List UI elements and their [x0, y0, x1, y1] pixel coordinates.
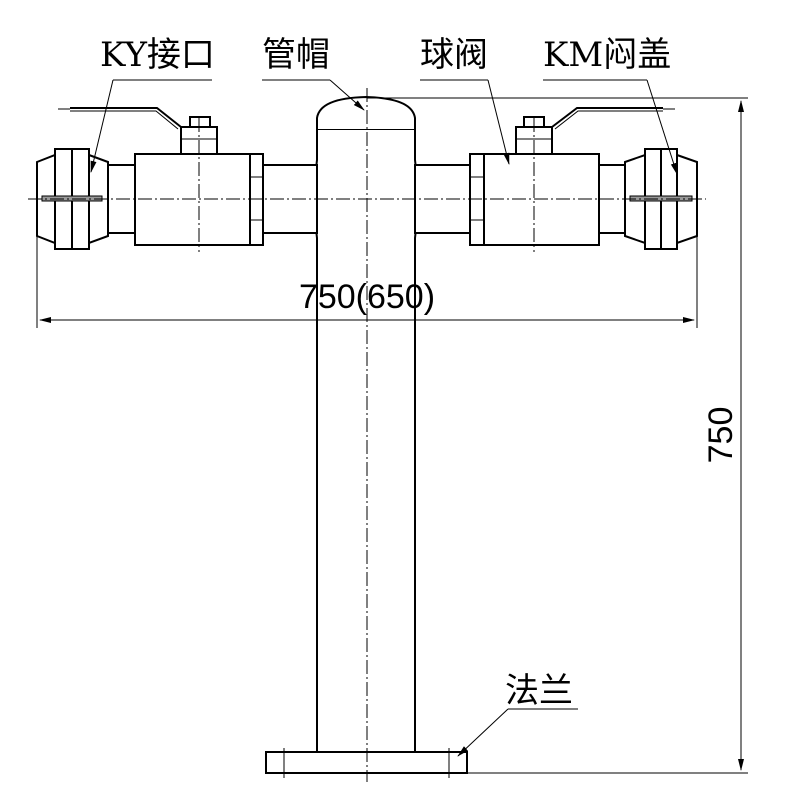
label-text: 管帽	[262, 35, 330, 75]
label-km-blind-cap: KM闷盖	[543, 35, 678, 175]
valve-handle-left	[70, 107, 182, 128]
label-text: KM闷盖	[543, 35, 671, 75]
label-ball-valve: 球阀	[420, 35, 510, 165]
width-dimension-text: 750(650)	[299, 278, 435, 316]
pipe-cap	[316, 95, 416, 131]
label-text: 球阀	[420, 35, 488, 75]
tee-body	[313, 130, 419, 753]
label-flange: 法兰	[457, 671, 578, 757]
label-text: KY接口	[100, 35, 215, 75]
left-branch	[36, 107, 318, 250]
valve-handle-right	[551, 107, 663, 128]
height-dimension: 750	[367, 97, 748, 774]
label-ky-connector: KY接口	[90, 35, 215, 173]
label-pipe-cap: 管帽	[262, 35, 365, 111]
width-dimension: 750(650)	[36, 236, 698, 328]
label-text: 法兰	[505, 671, 573, 711]
right-branch	[414, 107, 698, 250]
height-dimension-text: 750	[702, 407, 740, 464]
